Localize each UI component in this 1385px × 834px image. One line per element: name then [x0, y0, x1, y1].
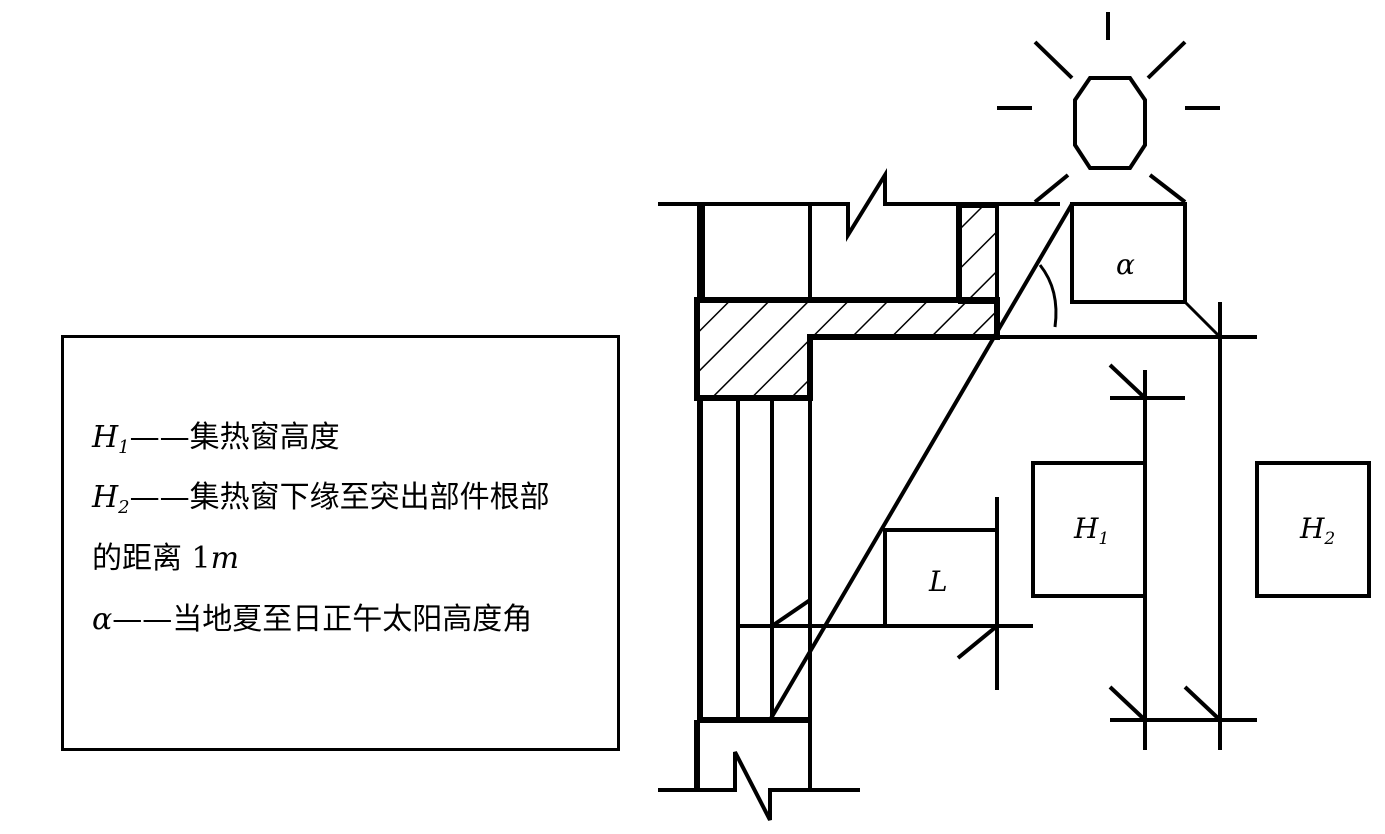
legend-h1-subscript: 1	[118, 437, 130, 458]
overhang-slab	[694, 297, 1000, 401]
parapet	[697, 204, 960, 300]
legend-h2-text: ——集热窗下缘至突出部件根部	[129, 480, 550, 515]
alpha-label-box	[1070, 202, 1187, 304]
legend-box: H1——集热窗高度 H2——集热窗下缘至突出部件根部 的距离 1m α——当地夏…	[61, 335, 620, 751]
h2-dimension	[1183, 302, 1222, 750]
legend-h2-subscript: 2	[118, 497, 130, 518]
alpha-label: α	[1116, 248, 1135, 281]
legend-h2-continued: 的距离 1m	[92, 539, 239, 579]
l-label-text: L	[929, 565, 948, 598]
h1-label-box	[1031, 461, 1147, 598]
l-label-box	[883, 528, 999, 628]
h1-label-symbol: H	[1074, 512, 1099, 545]
alpha-label-text: α	[1116, 248, 1135, 281]
sun-ray-line	[768, 202, 1074, 722]
roof-line	[658, 167, 1060, 243]
h2-label-symbol: H	[1300, 512, 1325, 545]
h2-label-box	[1255, 461, 1371, 598]
legend-h1-text: ——集热窗高度	[129, 420, 340, 455]
h2-label-sub: 2	[1324, 529, 1336, 549]
h1-label-sub: 1	[1098, 529, 1110, 549]
parapet-hatched	[958, 204, 999, 304]
legend-h2-symbol: H	[92, 480, 119, 515]
alpha-leader	[1183, 300, 1222, 339]
legend-alpha-symbol: α	[92, 602, 113, 637]
legend-h2-unit: m	[210, 541, 240, 576]
h1-label: H1	[1074, 512, 1109, 549]
legend-h1-symbol: H	[92, 420, 119, 455]
l-label: L	[929, 565, 948, 598]
legend-alpha-text: ——当地夏至日正午太阳高度角	[112, 602, 533, 637]
wall-lower	[658, 398, 860, 821]
legend-alpha: α——当地夏至日正午太阳高度角	[92, 600, 532, 640]
sun-icon	[997, 12, 1220, 204]
legend-h2: H2——集热窗下缘至突出部件根部	[92, 478, 550, 528]
alpha-angle-arc	[1038, 264, 1058, 328]
h2-label: H2	[1300, 512, 1335, 549]
legend-h2-distance: 的距离 1	[92, 541, 211, 576]
legend-h1: H1——集热窗高度	[92, 418, 340, 468]
